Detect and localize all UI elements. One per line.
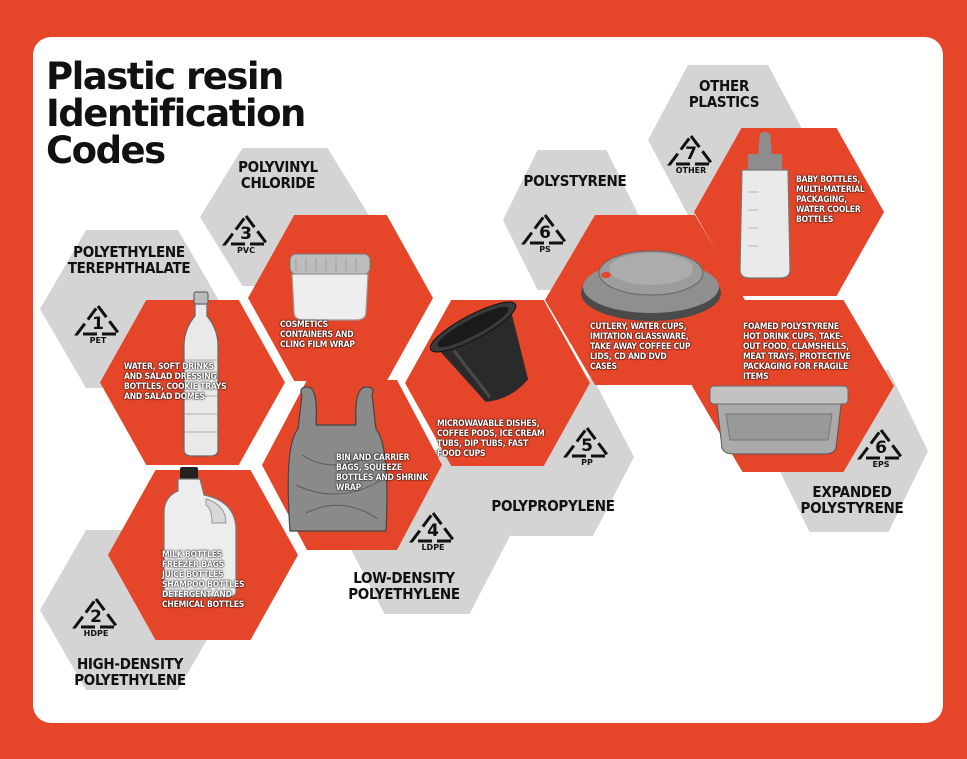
pp-uses: MICROWAVABLE DISHES, COFFEE PODS, ICE CR…: [437, 419, 545, 459]
carrier-bag-image: [287, 386, 388, 532]
pet-uses: WATER, SOFT DRINKS AND SALAD DRESSING BO…: [124, 362, 227, 402]
baby-bottle-image: [739, 132, 791, 279]
coffee-pod-image: [429, 301, 529, 402]
hdpe-uses: MILK BOTTLES FREEZER BAGS JUICE BOTTLES …: [162, 550, 245, 610]
ldpe-uses: BIN AND CARRIER BAGS, SQUEEZE BOTTLES AN…: [336, 453, 428, 493]
water-bottle-image: [183, 291, 219, 457]
pvc-uses: COSMETICS CONTAINERS AND CLING FILM WRAP: [280, 320, 355, 350]
jug-image: [163, 467, 237, 598]
foam-tray-image: [709, 385, 849, 455]
other-uses: BABY BOTTLES, MULTI-MATERIAL PACKAGING, …: [796, 175, 865, 225]
ps-uses: CUTLERY, WATER CUPS, IMITATION GLASSWARE…: [590, 322, 691, 372]
ps-name: POLYSTYRENE: [523, 172, 627, 190]
cosmetics-jar-image: [289, 253, 371, 321]
coffee-lid-image: [581, 250, 721, 321]
pp-name: POLYPROPYLENE: [491, 497, 615, 515]
poster-title: Plastic resin Identification Codes: [46, 55, 306, 172]
eps-uses: FOAMED POLYSTYRENE HOT DRINK CUPS, TAKE-…: [743, 322, 851, 382]
